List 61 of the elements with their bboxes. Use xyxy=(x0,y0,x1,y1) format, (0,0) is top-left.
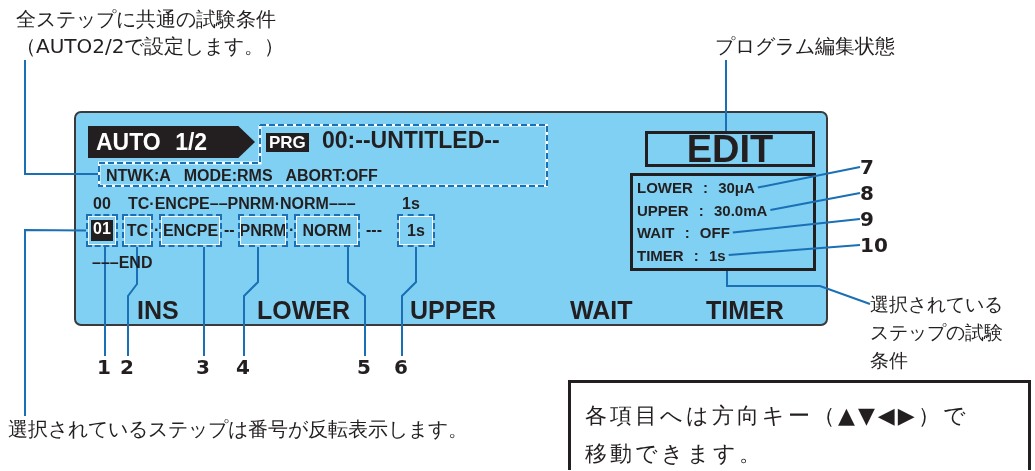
annotation-text: プログラム編集状態 xyxy=(715,33,935,60)
leader-line xyxy=(725,59,727,132)
leader-line xyxy=(401,246,417,357)
condition-row: WAIT : OFF xyxy=(637,222,733,243)
common-settings-text: NTWK:A MODE:RMS ABORT:OFF xyxy=(106,168,378,184)
step-number: 00 xyxy=(93,196,111,212)
mode-tab: AUTO 1/2 xyxy=(88,126,255,158)
separator-dot: · xyxy=(289,222,295,238)
leader-line xyxy=(731,218,861,234)
annotation-text: 選択されているステップは番号が反転表示します。 xyxy=(8,416,528,443)
leader-line xyxy=(243,246,259,357)
condition-row: LOWER : 30μA xyxy=(637,177,758,198)
condition-row: UPPER : 30.0mA xyxy=(637,199,771,221)
function-key-label: UPPER xyxy=(410,298,497,323)
callout-number: 7 xyxy=(860,156,876,178)
program-name: 00:--UNTITLED-- xyxy=(322,129,500,152)
leader-line xyxy=(127,246,138,357)
leader-line xyxy=(347,246,366,357)
function-key-label: TIMER xyxy=(706,298,784,323)
condition-row: TIMER : 1s xyxy=(637,244,729,266)
separator-dot: · xyxy=(154,222,160,238)
dashed-highlight-box: NORM xyxy=(294,214,360,247)
end-marker: –––END xyxy=(92,255,153,271)
dashed-highlight-box: 1s xyxy=(397,214,435,247)
prg-badge: PRG xyxy=(266,133,309,152)
leader-line xyxy=(104,246,106,357)
separator-dash: -- xyxy=(224,222,235,238)
dashed-highlight-box xyxy=(86,214,118,247)
dashed-highlight-box: PNRM xyxy=(238,214,288,247)
callout-number: 5 xyxy=(357,356,373,378)
note-box: 各項目へは方向キー（▲▼◀▶）で移動できます。 xyxy=(568,380,1031,470)
leader-line xyxy=(756,166,861,189)
mode-indicator: EDIT xyxy=(645,131,815,167)
step-sequence-text: TC·ENCPE––PNRM·NORM––– xyxy=(128,196,356,212)
callout-number: 2 xyxy=(120,356,136,378)
leader-line xyxy=(203,246,205,357)
dashed-highlight-box: TC xyxy=(122,214,153,247)
callout-number: 9 xyxy=(860,208,876,230)
lcd-screen xyxy=(74,111,828,326)
function-key-label: INS xyxy=(137,298,179,323)
annotation-text: 全ステップに共通の試験条件（AUTO2/2で設定します。） xyxy=(16,6,306,60)
leader-line xyxy=(24,59,99,175)
dashed-selection-outline xyxy=(98,124,548,187)
dashed-highlight-box: ENCPE xyxy=(159,214,222,247)
leader-line xyxy=(769,192,861,211)
callout-number: 3 xyxy=(196,356,212,378)
callout-number: 1 xyxy=(97,356,113,378)
selected-step-number: 01 xyxy=(91,220,113,241)
callout-number: 4 xyxy=(236,356,252,378)
annotation-text: 選択されているステップの試験条件 xyxy=(870,290,1016,374)
callout-number: 10 xyxy=(860,234,888,256)
leader-line xyxy=(727,244,861,256)
callout-number: 6 xyxy=(394,356,410,378)
conditions-panel xyxy=(630,173,816,271)
separator-dash: --- xyxy=(366,222,382,238)
function-key-label: LOWER xyxy=(257,298,351,323)
step-time: 1s xyxy=(402,196,420,212)
callout-number: 8 xyxy=(860,182,876,204)
leader-line xyxy=(24,229,87,417)
function-key-label: WAIT xyxy=(570,298,633,323)
leader-line xyxy=(726,270,871,305)
